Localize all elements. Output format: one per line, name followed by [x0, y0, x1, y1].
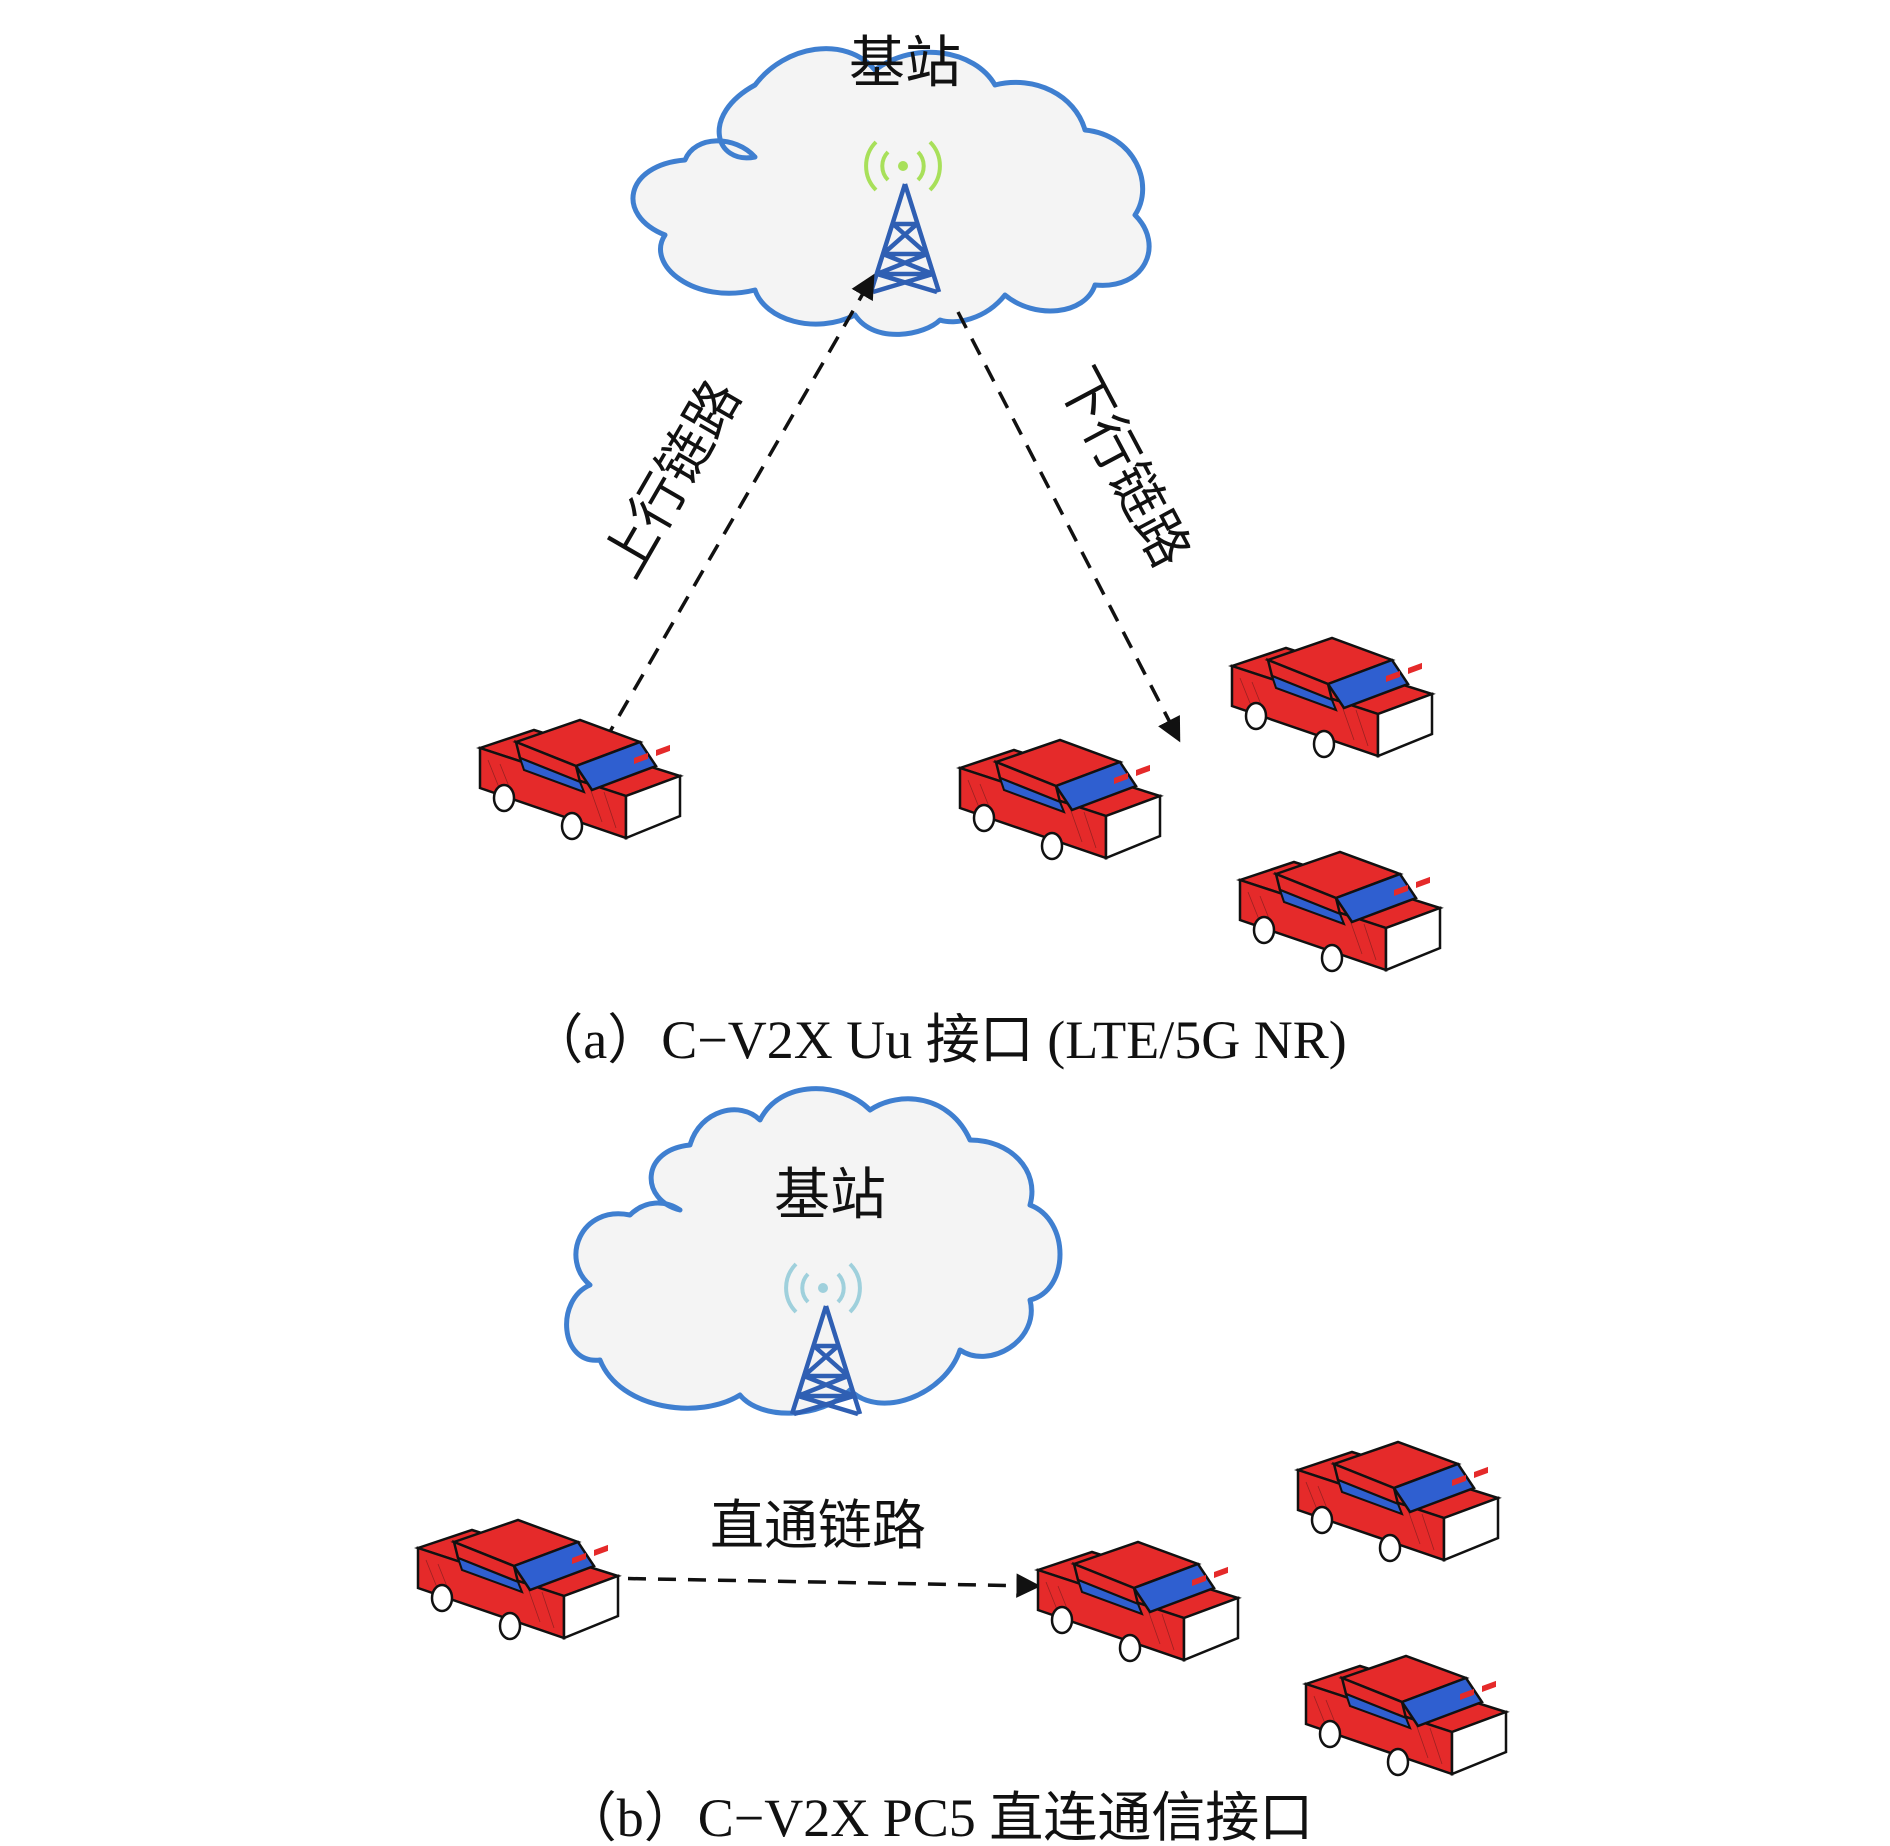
- downlink-arrow: [956, 311, 1181, 743]
- car-icon: [1238, 850, 1442, 973]
- panel-b: 基站 直通链路 （b）C−V2X PC5 直连通信接口: [416, 1086, 1508, 1846]
- panel-b-station-label: 基站: [774, 1163, 886, 1228]
- cloud-icon: [564, 1086, 1063, 1416]
- sidelink-label: 直通链路: [710, 1494, 926, 1557]
- panel-a-station-label: 基站: [849, 31, 961, 96]
- car-icon: [1230, 636, 1434, 759]
- cloud-icon: [630, 46, 1152, 337]
- car-icon: [478, 718, 682, 841]
- car-icon: [1296, 1440, 1500, 1563]
- panel-a: 基站 上行链路 下行链路 （a）C−V2X Uu 接口 (LTE/5G NR): [478, 31, 1442, 1070]
- signal-icon: [784, 1262, 862, 1314]
- car-icon: [416, 1518, 620, 1641]
- car-icon: [958, 738, 1162, 861]
- signal-icon: [864, 140, 942, 192]
- uplink-label: 上行链路: [591, 369, 754, 588]
- car-icon: [1036, 1540, 1240, 1663]
- panel-b-caption: （b）C−V2X PC5 直连通信接口: [563, 1788, 1314, 1846]
- sidelink-arrow: [597, 1573, 1041, 1598]
- downlink-label: 下行链路: [1046, 357, 1203, 577]
- panel-a-caption: （a）C−V2X Uu 接口 (LTE/5G NR): [529, 1010, 1346, 1070]
- car-icon: [1304, 1654, 1508, 1777]
